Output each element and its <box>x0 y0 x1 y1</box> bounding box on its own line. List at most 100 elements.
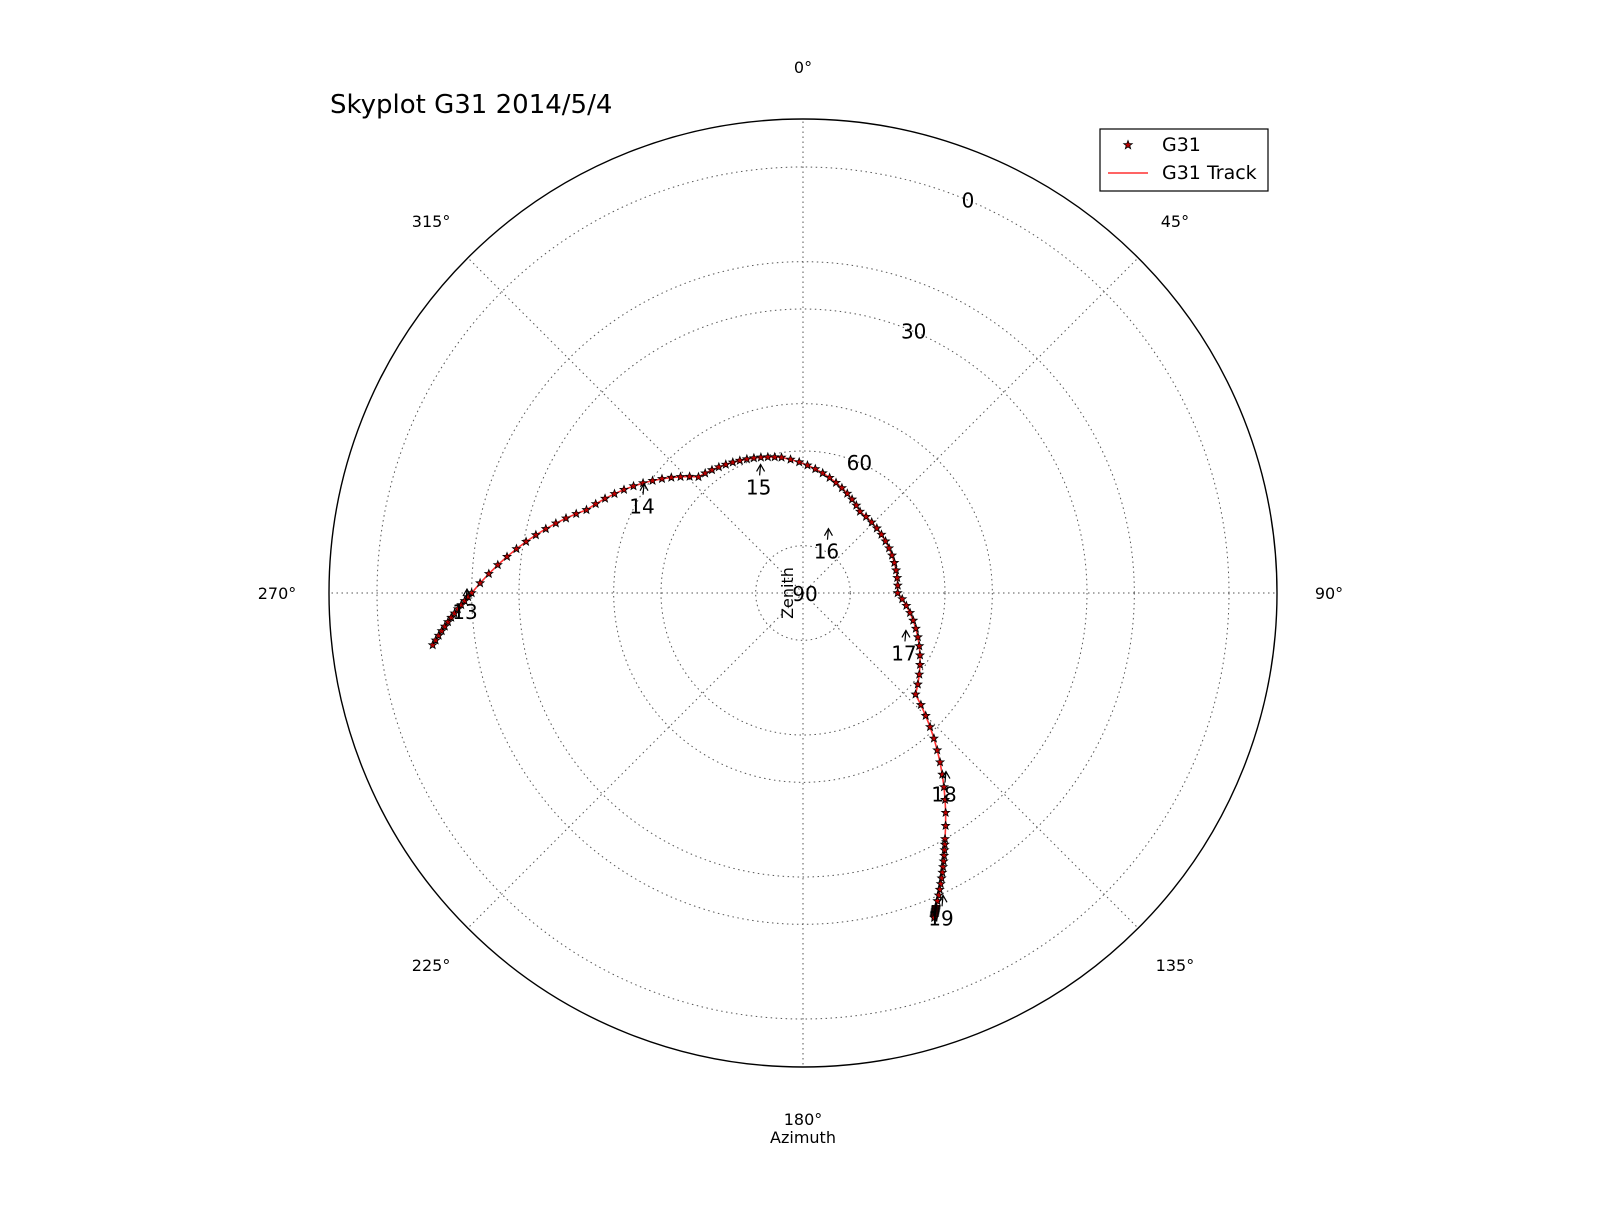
annotation-label: 15 <box>746 475 771 499</box>
marker-point <box>910 689 921 699</box>
marker-point <box>914 669 925 679</box>
legend: G31 G31 Track <box>1099 128 1269 192</box>
marker-point <box>924 721 936 732</box>
marker-point <box>693 471 704 482</box>
annotation-arrowhead <box>941 770 951 779</box>
marker-point <box>908 615 919 625</box>
elevation-tick-label: 60 <box>847 451 872 475</box>
marker-point <box>475 577 486 588</box>
y-axis-label: Zenith <box>778 567 797 619</box>
marker-point <box>940 820 951 831</box>
azimuth-tick-label: 270° <box>258 584 297 603</box>
marker-point <box>684 471 695 481</box>
marker-point <box>940 794 951 805</box>
azimuth-tick-label: 90° <box>1315 584 1343 603</box>
grid-spoke <box>467 257 804 594</box>
marker-point <box>776 452 787 462</box>
marker-point <box>436 625 447 636</box>
annotation-arrowhead <box>823 527 833 537</box>
marker-point <box>866 516 877 527</box>
azimuth-tick-label: 315° <box>412 212 451 231</box>
grid-ring <box>660 450 946 736</box>
marker-point <box>590 498 601 509</box>
marker-point <box>940 807 951 817</box>
marker-point <box>802 459 813 470</box>
marker-point <box>876 529 887 539</box>
annotation: 18 <box>931 770 957 807</box>
marker-point <box>830 477 842 487</box>
marker-point <box>700 467 711 478</box>
marker-point <box>892 572 903 583</box>
marker-point <box>937 861 949 872</box>
azimuth-tick-label: 225° <box>412 956 451 975</box>
marker-point <box>934 884 945 894</box>
azimuth-tick-labels: 0°45°90°135°180°225°270°315° <box>258 58 1343 1129</box>
chart-title: Skyplot G31 2014/5/4 <box>330 90 612 120</box>
annotation-label: 16 <box>814 540 839 564</box>
azimuth-tick-label: 135° <box>1156 956 1195 975</box>
marker-point <box>935 878 946 889</box>
marker-point <box>851 500 862 510</box>
annotation-arrow <box>904 630 907 642</box>
marker-point <box>892 580 903 590</box>
marker-point <box>762 451 773 462</box>
annotation-label: 14 <box>629 495 654 519</box>
annotation: 17 <box>891 629 917 665</box>
marker-point <box>892 587 903 598</box>
legend-box <box>1099 128 1269 192</box>
annotation-arrowhead <box>462 587 472 597</box>
polar-grid <box>328 118 1278 1068</box>
marker-point <box>897 593 908 604</box>
marker-point <box>934 756 946 767</box>
marker-point <box>618 484 630 494</box>
annotation-label: 17 <box>891 641 916 665</box>
marker-point <box>483 568 494 579</box>
marker-point <box>430 634 441 645</box>
marker-point <box>599 493 611 503</box>
marker-point <box>769 451 780 462</box>
marker-point <box>910 623 921 633</box>
marker-point <box>836 482 848 493</box>
marker-point <box>741 453 752 464</box>
marker-point <box>581 504 592 515</box>
marker-series <box>427 451 951 923</box>
marker-point <box>933 889 944 900</box>
marker-point <box>938 855 949 866</box>
grid-spoke <box>802 257 1139 594</box>
marker-point <box>891 564 902 575</box>
azimuth-tick-label: 45° <box>1161 212 1189 231</box>
marker-point <box>734 455 745 465</box>
marker-point <box>854 506 866 516</box>
marker-point <box>501 551 513 561</box>
legend-label-marker: G31 <box>1162 134 1201 156</box>
marker-point <box>901 600 912 611</box>
marker-point <box>928 733 939 743</box>
annotation-arrow <box>941 895 944 907</box>
hour-annotations: 13 14 15 16 17 18 19 <box>452 463 957 930</box>
annotation-arrow <box>758 464 762 476</box>
marker-point <box>912 631 923 642</box>
annotation-label: 13 <box>452 600 477 624</box>
marker-point <box>628 480 639 491</box>
marker-point <box>920 710 931 721</box>
marker-point <box>861 511 872 522</box>
annotation-arrow <box>642 483 645 495</box>
marker-point <box>521 536 532 546</box>
marker-point <box>452 603 463 614</box>
marker-point <box>560 512 572 523</box>
grid-ring <box>755 545 851 641</box>
marker-point <box>936 872 947 883</box>
marker-point <box>886 550 898 560</box>
annotation-arrowhead <box>901 629 911 638</box>
annotation-arrowhead <box>639 482 649 491</box>
annotation: 19 <box>928 894 954 930</box>
marker-point <box>914 659 926 670</box>
marker-point <box>912 678 923 689</box>
marker-point <box>937 867 948 877</box>
marker-point <box>492 559 503 570</box>
marker-point <box>459 595 470 606</box>
marker-point <box>755 452 766 462</box>
marker-point <box>427 639 438 650</box>
marker-point <box>656 473 668 484</box>
